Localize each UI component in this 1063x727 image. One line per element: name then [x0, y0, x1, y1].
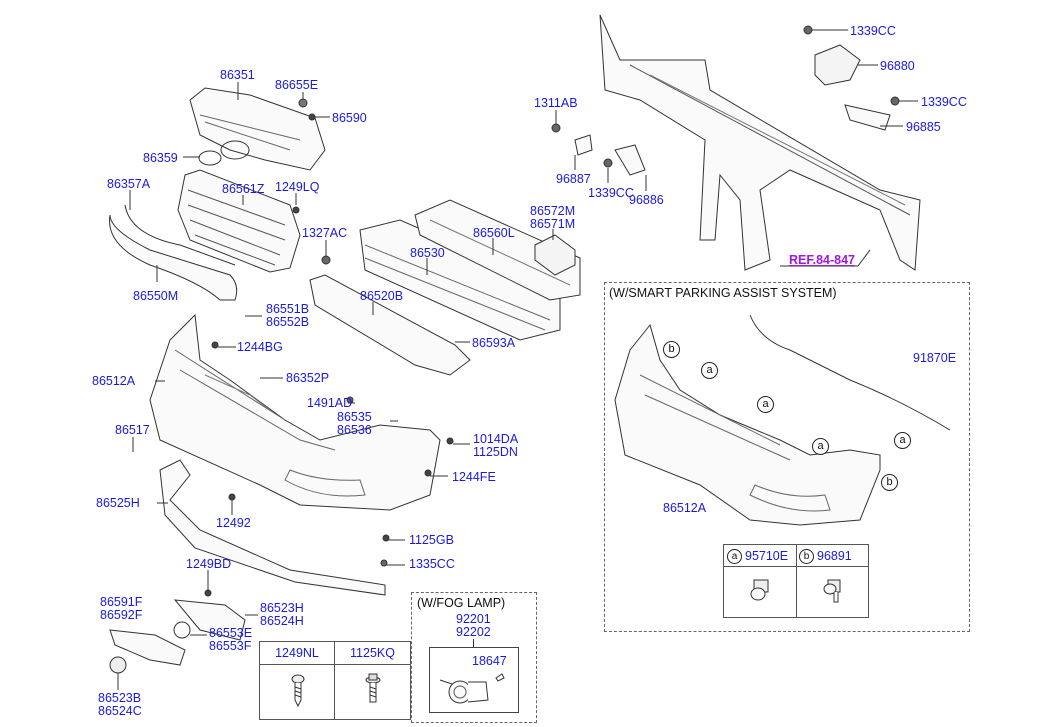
- flange-bolt-icon: [365, 673, 381, 703]
- part-label-1491AD[interactable]: 1491AD: [307, 396, 353, 410]
- lower-stiffener-drawing: [309, 274, 471, 376]
- part-label-96886[interactable]: 96886: [629, 193, 664, 207]
- callout-b-2: b: [881, 474, 898, 491]
- part-label-86551B-86552B[interactable]: 86551B 86552B: [266, 302, 310, 329]
- part-label-12492[interactable]: 12492: [216, 516, 251, 530]
- part-label-86359[interactable]: 86359: [143, 151, 178, 165]
- reference-link-84-847[interactable]: REF.84-847: [789, 253, 856, 267]
- part-label-86590[interactable]: 86590: [332, 111, 367, 125]
- part-label-1339CC-lower[interactable]: 1339CC: [588, 186, 634, 200]
- fastener-col-1249NL[interactable]: 1249NL: [260, 642, 334, 665]
- parking-wiring-drawing: [749, 314, 951, 431]
- part-label-86550M[interactable]: 86550M: [133, 289, 179, 303]
- part-label-1125GB[interactable]: 1125GB: [409, 533, 454, 547]
- part-label-86351[interactable]: 86351: [220, 68, 255, 82]
- molding-drawing: [109, 214, 238, 301]
- callout-a-1: a: [701, 362, 718, 379]
- part-label-1339CC-top[interactable]: 1339CC: [850, 24, 896, 38]
- lower-lip-drawing: [159, 459, 386, 596]
- fog-bezel-drawing: [173, 599, 246, 641]
- part-label-1244BG[interactable]: 1244BG: [237, 340, 283, 354]
- parking-assist-option-box: (W/SMART PARKING ASSIST SYSTEM) 91870E 8…: [604, 282, 970, 632]
- part-label-86561Z[interactable]: 86561Z: [222, 182, 265, 196]
- sensor-part-96891[interactable]: 96891: [817, 549, 852, 563]
- part-label-96885[interactable]: 96885: [906, 120, 941, 134]
- part-label-96887[interactable]: 96887: [556, 172, 591, 186]
- part-label-86512A[interactable]: 86512A: [92, 374, 136, 388]
- part-label-1339CC-right[interactable]: 1339CC: [921, 95, 967, 109]
- sensor-part-95710E[interactable]: 95710E: [745, 549, 789, 563]
- callout-a-3: a: [812, 438, 829, 455]
- parking-module-drawing: [814, 44, 861, 86]
- fog-lamp-icon: [439, 673, 505, 704]
- parking-sensor-a-icon: [750, 579, 769, 601]
- key-a-icon: a: [727, 549, 742, 565]
- part-label-18647[interactable]: 18647: [472, 654, 507, 668]
- part-label-86553E-86553F[interactable]: 86553E 86553F: [209, 626, 253, 653]
- part-label-86530[interactable]: 86530: [410, 246, 445, 260]
- parking-box-title: (W/SMART PARKING ASSIST SYSTEM): [609, 286, 837, 300]
- part-label-86523H-86524H[interactable]: 86523H 86524H: [260, 601, 304, 628]
- fog-cover-drawing: [109, 629, 186, 666]
- part-label-86357A[interactable]: 86357A: [107, 177, 151, 191]
- callout-a-4: a: [894, 432, 911, 449]
- fog-ring-drawing: [173, 621, 191, 639]
- bumper-fascia-drawing: [149, 313, 441, 511]
- molding-upper-drawing: [124, 204, 236, 266]
- part-label-86593A[interactable]: 86593A: [472, 336, 516, 350]
- leader-lines: [117, 29, 918, 690]
- bracket-96886-drawing: [614, 144, 646, 176]
- part-label-1244FE[interactable]: 1244FE: [452, 470, 496, 484]
- sensor-bracket-drawing: [574, 134, 593, 156]
- callout-a-2: a: [757, 396, 774, 413]
- fastener-col-1125KQ[interactable]: 1125KQ: [335, 642, 410, 665]
- grille-cover-drawing: [189, 87, 326, 171]
- part-label-86535-86536[interactable]: 86535 86536: [337, 410, 372, 437]
- part-label-1335CC[interactable]: 1335CC: [409, 557, 455, 571]
- module-bracket-drawing: [844, 104, 891, 131]
- screw-icon: [291, 674, 305, 708]
- part-label-86517[interactable]: 86517: [115, 423, 150, 437]
- fog-lamp-box-title: (W/FOG LAMP): [417, 596, 506, 610]
- back-beam-drawing: [359, 219, 561, 341]
- part-label-96880[interactable]: 96880: [880, 59, 915, 73]
- parking-sensor-b-icon: [823, 579, 841, 603]
- fog-lamp-option-box: (W/FOG LAMP) 92201 92202 18647: [411, 592, 537, 723]
- part-label-92201-92202[interactable]: 92201 92202: [456, 612, 491, 639]
- fog-holder-drawing: [109, 656, 127, 674]
- key-b-icon: b: [799, 549, 814, 565]
- radiator-grille-drawing: [177, 169, 301, 273]
- part-label-1249BD[interactable]: 1249BD: [186, 557, 232, 571]
- part-label-86591F-86592F[interactable]: 86591F 86592F: [100, 595, 143, 622]
- part-label-86523B-86524C[interactable]: 86523B 86524C: [98, 691, 142, 718]
- part-label-1311AB[interactable]: 1311AB: [534, 96, 578, 110]
- energy-absorber-drawing: [414, 199, 581, 301]
- part-label-86512A-parking[interactable]: 86512A: [663, 501, 707, 515]
- part-label-1249LQ[interactable]: 1249LQ: [275, 180, 320, 194]
- callout-b-1: b: [663, 341, 680, 358]
- parking-bumper-drawing: [614, 323, 881, 526]
- part-label-86655E[interactable]: 86655E: [275, 78, 319, 92]
- part-label-86520B[interactable]: 86520B: [360, 289, 404, 303]
- part-label-1014DA-1125DN[interactable]: 1014DA 1125DN: [473, 432, 519, 459]
- part-label-91870E[interactable]: 91870E: [913, 351, 957, 365]
- part-label-86572M-86571M[interactable]: 86572M 86571M: [530, 204, 576, 231]
- part-label-86560L[interactable]: 86560L: [473, 226, 515, 240]
- pad-drawing: [534, 234, 576, 276]
- fog-lamp-assembly-frame: 18647: [429, 647, 519, 713]
- part-label-86525H[interactable]: 86525H: [96, 496, 140, 510]
- cowl-cross-bar-drawing: [599, 14, 921, 271]
- part-label-1327AC[interactable]: 1327AC: [302, 226, 348, 240]
- fastener-table: 1249NL 1125KQ: [259, 641, 411, 720]
- part-label-86352P[interactable]: 86352P: [286, 371, 330, 385]
